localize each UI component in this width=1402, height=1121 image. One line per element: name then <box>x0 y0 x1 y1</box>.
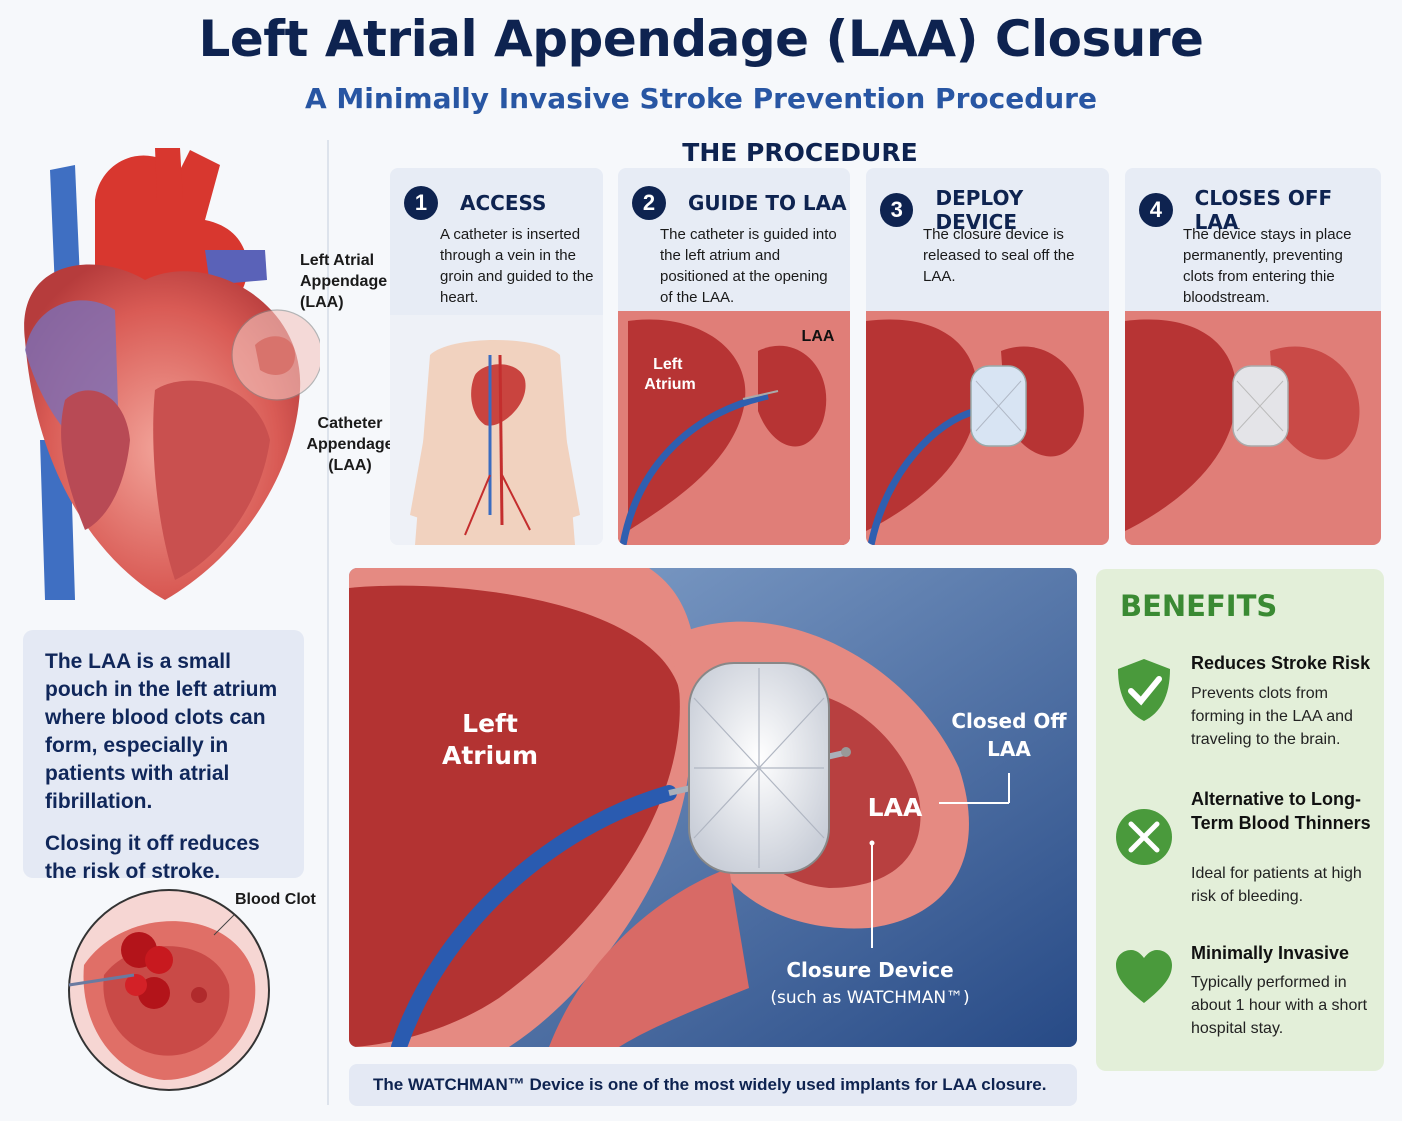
step-text: The catheter is guided into the left atr… <box>660 226 837 306</box>
step2-left-atrium-line1: Left <box>653 356 683 373</box>
closed-laa-illustration <box>1125 311 1381 545</box>
big-closed-off-label: Closed Off LAA <box>951 709 1067 761</box>
heart-icon <box>1116 950 1172 1003</box>
step2-left-atrium-label: Left Atrium <box>644 356 696 393</box>
step-text: A catheter is inserted through a vein in… <box>440 226 594 306</box>
step2-left-atrium-line2: Atrium <box>644 376 696 393</box>
no-pills-icon <box>1116 809 1172 865</box>
big-laa-label: LAA <box>867 793 923 822</box>
step-number: 3 <box>880 193 914 227</box>
procedure-step-guide: 2 GUIDE TO LAA The catheter is guided in… <box>618 168 850 545</box>
page-subtitle: A Minimally Invasive Stroke Prevention P… <box>305 82 1097 115</box>
page-title: Left Atrial Appendage (LAA) Closure <box>198 10 1204 68</box>
step-number: 2 <box>632 186 666 220</box>
body-catheter-illustration <box>390 315 603 545</box>
big-left-atrium-label: Left Atrium <box>441 709 539 770</box>
procedure-heading: THE PROCEDURE <box>682 138 918 167</box>
watchman-caption: The WATCHMAN™ Device is one of the most … <box>349 1064 1077 1106</box>
procedure-step-access: 1 ACCESS A catheter is inserted through … <box>390 168 603 545</box>
benefits-panel: BENEFITS Reduces Stroke Risk Prevents cl… <box>1096 569 1384 1071</box>
closure-device-illustration <box>349 568 1077 1047</box>
info-paragraph: The LAA is a small pouch in the left atr… <box>45 650 278 813</box>
heart-anatomy-illustration <box>24 148 320 600</box>
benefit-text: Prevents clots from forming in the LAA a… <box>1191 685 1353 748</box>
laa-info-box: The LAA is a small pouch in the left atr… <box>23 630 304 883</box>
step-title: CLOSES OFF LAA <box>1194 186 1333 234</box>
blood-clot-label: Blood Clot <box>235 891 316 908</box>
benefit-text: Typically performed in about 1 hour with… <box>1191 974 1368 1037</box>
step2-laa-label: LAA <box>802 328 835 345</box>
benefit-title: Reduces Stroke Risk <box>1191 653 1371 673</box>
shield-check-icon <box>1118 659 1170 721</box>
column-divider <box>327 140 329 1105</box>
info-paragraph: Closing it off reduces the risk of strok… <box>45 832 260 883</box>
closure-device-label: Closure Device <box>786 958 954 982</box>
benefit-text: Ideal for patients at high risk of bleed… <box>1191 865 1362 905</box>
step-number: 4 <box>1139 193 1173 227</box>
blood-clot-illustration <box>68 889 270 1091</box>
laa-label: Left Atrial Appendage (LAA) <box>300 252 388 311</box>
step-text: The closure device is released to seal o… <box>923 226 1075 285</box>
benefits-heading: BENEFITS <box>1120 589 1278 623</box>
step-number: 1 <box>404 186 438 220</box>
procedure-step-close: 4 CLOSES OFF LAA The device stays in pla… <box>1125 168 1381 545</box>
benefit-title: Alternative to Long-Term Blood Thinners <box>1191 789 1371 833</box>
step-title: DEPLOY DEVICE <box>935 186 1024 234</box>
step-title: GUIDE TO LAA <box>688 191 847 215</box>
closure-device-sublabel: (such as WATCHMAN™) <box>770 988 970 1008</box>
step-text: The device stays in place permanently, p… <box>1183 226 1352 306</box>
procedure-step-deploy: 3 DEPLOY DEVICE The closure device is re… <box>866 168 1109 545</box>
catheter-label: Catheter Appendage (LAA) <box>306 415 394 474</box>
benefit-title: Minimally Invasive <box>1191 943 1350 963</box>
deploy-device-illustration <box>866 311 1109 545</box>
guide-catheter-illustration: Left Atrium LAA <box>618 311 850 545</box>
step-title: ACCESS <box>460 191 547 215</box>
